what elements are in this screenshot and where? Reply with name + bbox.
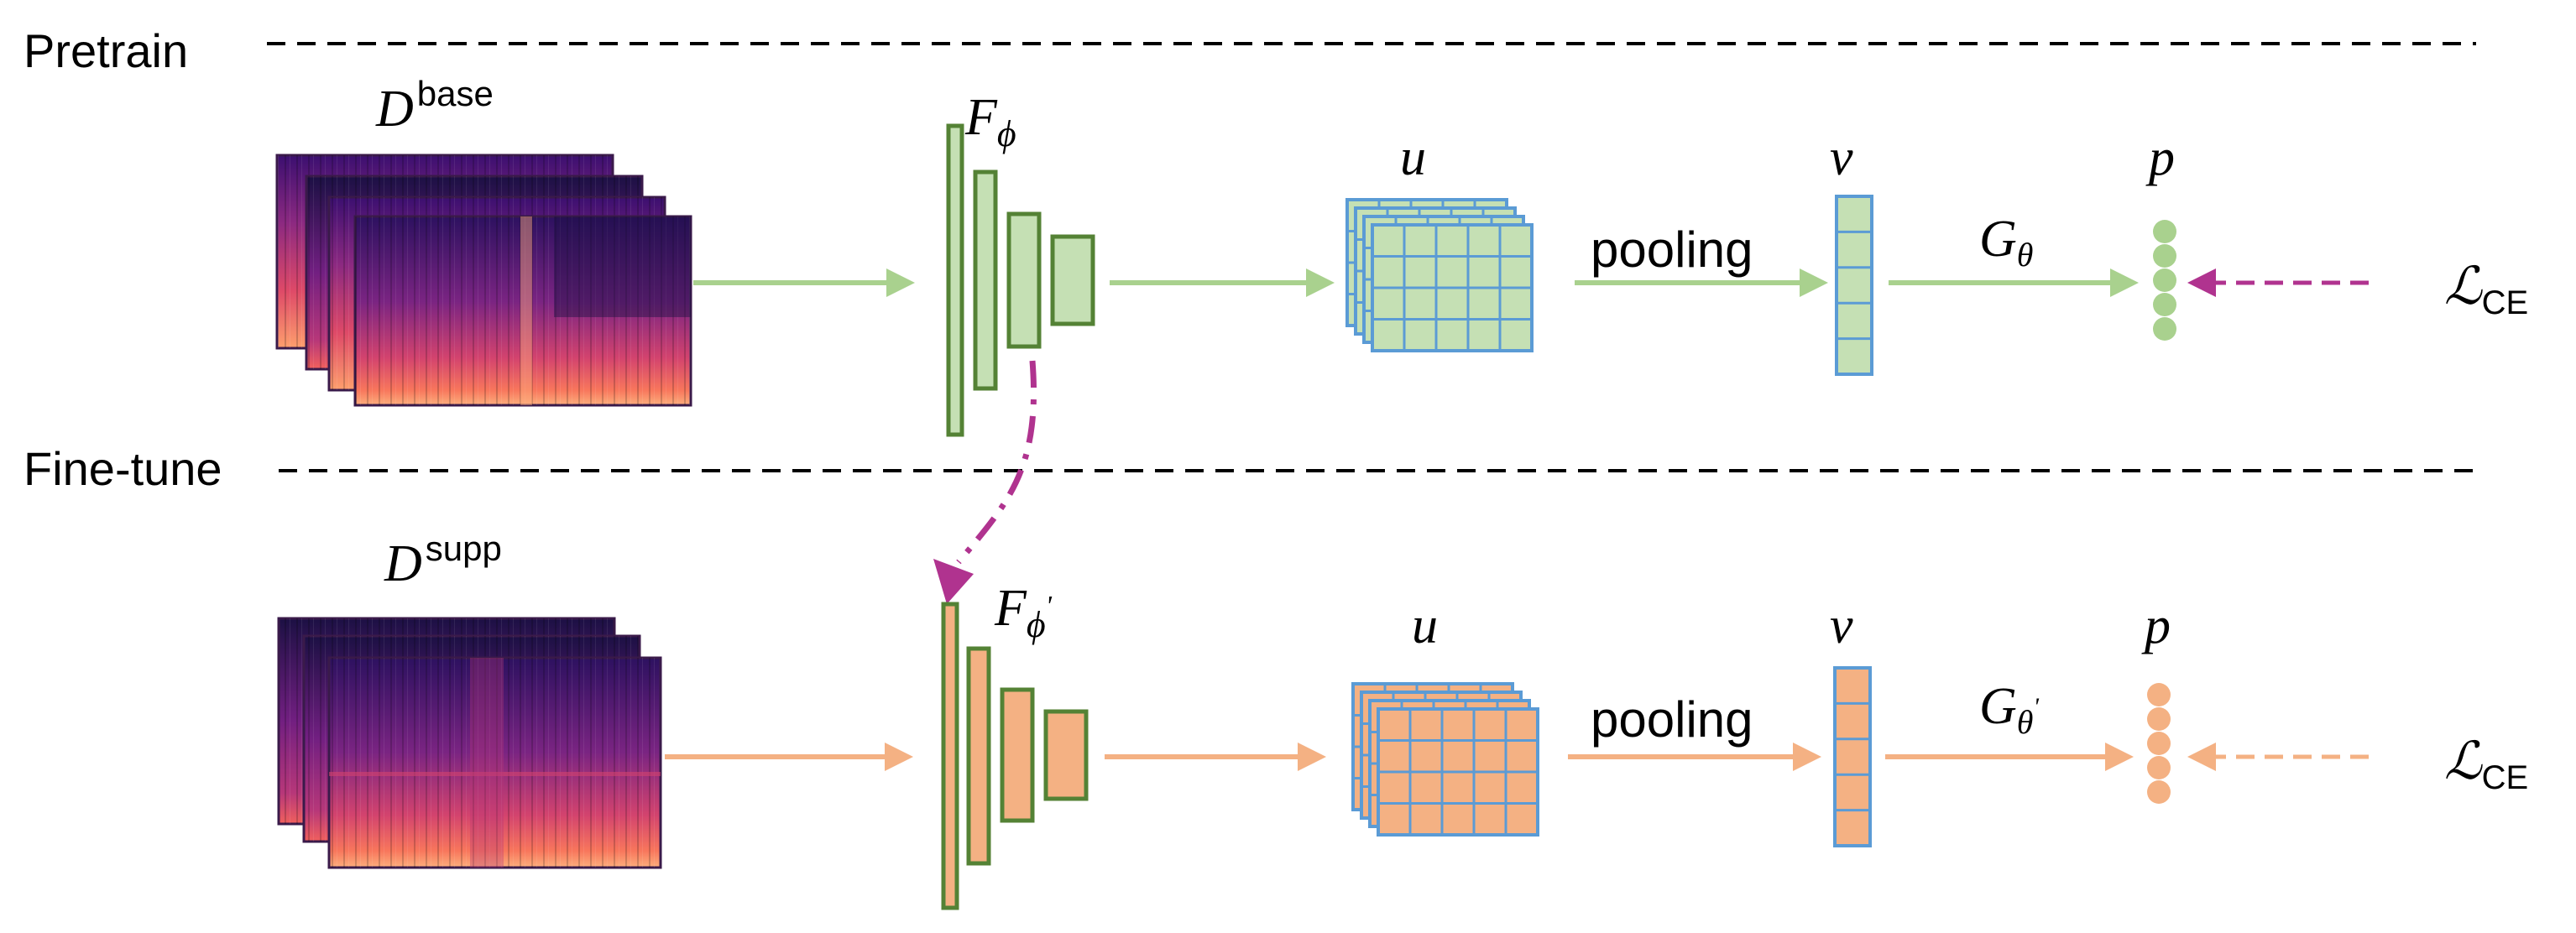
finetune-arrow-features [1105, 743, 1326, 771]
classifier-label-finetune: Gθ' [1979, 678, 2039, 741]
cnn-layers-icon [946, 123, 1095, 437]
loss-label-pretrain: ℒCE [2444, 258, 2528, 321]
vector-label-pretrain: v [1830, 129, 1853, 186]
prediction-label-finetune: p [2141, 597, 2171, 654]
pretrain-arrow-pooling [1575, 268, 1828, 297]
pretrain-label: Pretrain [24, 24, 188, 77]
finetune-arrow-input [665, 743, 913, 771]
pooled-vector-icon [1835, 195, 1873, 376]
dataset-supp-label: Dsupp [384, 529, 502, 592]
finetune-arrow-pooling [1568, 743, 1821, 771]
dataset-base-label: Dbase [375, 74, 494, 138]
finetune-arrow-classifier [1885, 743, 2134, 771]
feature-map-label: u [1400, 129, 1426, 186]
pooled-vector-finetune-icon [1833, 666, 1872, 847]
spectrogram-stack-icon [275, 154, 692, 407]
extractor-label: Fϕ [964, 89, 1016, 154]
prediction-label-pretrain: p [2145, 129, 2175, 186]
prediction-dots-finetune-icon [2147, 683, 2171, 804]
spectrogram-stack-finetune-icon [277, 617, 662, 869]
loss-label-finetune: ℒCE [2444, 733, 2528, 796]
feature-map-grid-finetune-icon [1351, 682, 1539, 837]
pretrain-loss-arrow [2187, 268, 2369, 297]
classifier-label-pretrain: Gθ [1979, 211, 2033, 274]
feature-map-grid-icon [1345, 198, 1534, 352]
vector-label-finetune: v [1830, 597, 1853, 654]
pooling-label-pretrain: pooling [1591, 222, 1753, 278]
prediction-dots-icon [2153, 220, 2176, 341]
finetune-loss-arrow [2187, 743, 2369, 771]
extractor-ft-label: Fϕ' [994, 580, 1053, 645]
finetune-label: Fine-tune [24, 442, 222, 495]
pooling-label-finetune: pooling [1591, 691, 1753, 748]
cnn-layers-finetune-icon [941, 602, 1089, 910]
pretrain-arrow-features [1110, 268, 1335, 297]
pretrain-arrow-input [693, 268, 915, 297]
feature-map-ft-label: u [1412, 597, 1438, 654]
pretrain-arrow-classifier [1889, 268, 2139, 297]
transfer-arrow [933, 360, 1037, 604]
